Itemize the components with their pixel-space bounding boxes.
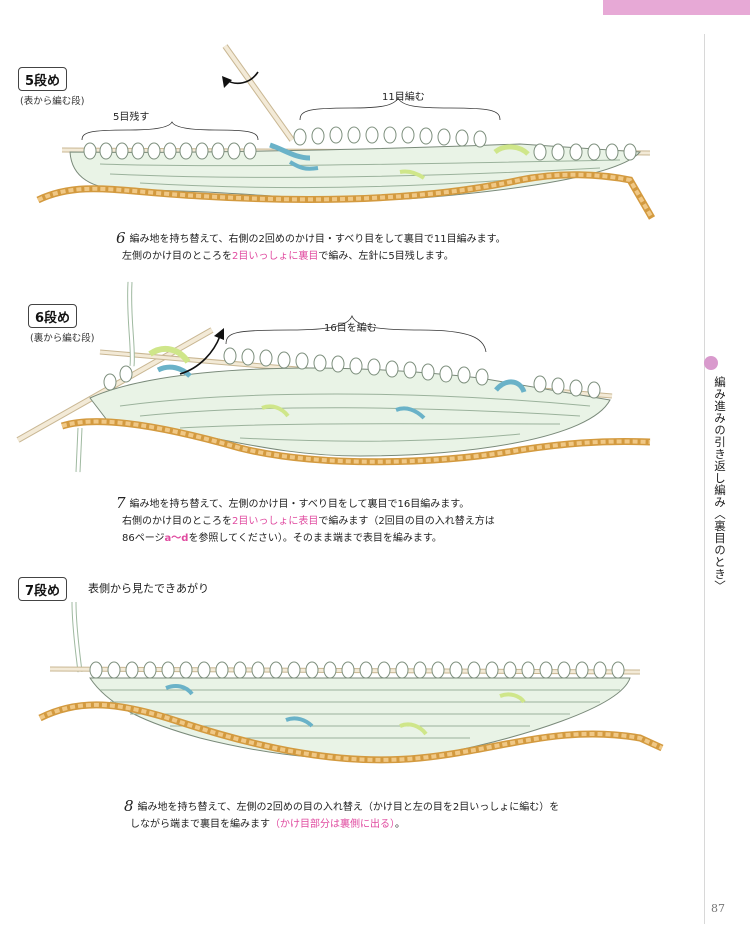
instruction-6-line2a: 左側のかけ目のところを: [122, 251, 232, 262]
page-number: 87: [711, 902, 725, 915]
side-rule: [704, 34, 705, 924]
instruction-7-highlight: 2目いっしょに表目: [232, 516, 319, 527]
instruction-6-highlight: 2目いっしょに裏目: [232, 251, 319, 262]
step-7-badge: 7段め: [18, 577, 68, 601]
right-count-label: 11目編む: [382, 92, 425, 103]
stitches-to-knit-label: 16目を編む: [324, 323, 377, 334]
step-5-subtitle: (表から編む段): [20, 96, 85, 107]
instruction-6-line2b: で編み、左針に5目残します。: [318, 251, 454, 262]
instruction-8-number: 8: [124, 797, 134, 815]
knitting-diagram-row5: [36, 44, 656, 220]
side-title: 編み進みの引き返し編み〈裏目のとき〉: [713, 376, 727, 592]
instruction-7-line2b: で編みます（2回目の目の入れ替え方は: [318, 516, 495, 527]
step-5-badge: 5段め: [18, 67, 68, 91]
side-dot: [704, 356, 718, 370]
knitting-diagram-row7: [38, 601, 664, 764]
instruction-7-line3b: を参照してください）。そのまま端まで表目を編みます。: [188, 533, 442, 544]
instruction-7-line2a: 右側のかけ目のところを: [122, 516, 232, 527]
instruction-8-highlight: （かけ目部分は裏側に出る）: [270, 819, 395, 830]
step-6-subtitle: (裏から編む段): [30, 333, 95, 344]
instruction-6-number: 6: [116, 229, 126, 247]
instruction-8-line2b: 。: [395, 819, 405, 830]
instruction-8-line1: 編み地を持ち替えて、左側の2回めの目の入れ替え（かけ目と左の目を2目いっしょに編…: [137, 802, 560, 813]
instruction-6-line1: 編み地を持ち替えて、右側の2回めのかけ目・すべり目をして裏目で11目編みます。: [129, 234, 506, 245]
instruction-7-number: 7: [116, 494, 126, 512]
step-6-badge: 6段め: [28, 304, 78, 328]
instruction-7-page-ref: a〜d: [164, 533, 189, 544]
left-count-label: 5目残す: [113, 112, 150, 123]
page-corner-tab: [603, 0, 750, 15]
instruction-8-line2a: しながら端まで裏目を編みます: [130, 819, 270, 830]
instruction-7-line3a: 86ページ: [122, 533, 165, 544]
step-7-description: 表側から見たできあがり: [88, 582, 209, 595]
knitting-diagram-row6: [16, 281, 651, 473]
instruction-7-line1: 編み地を持ち替えて、左側のかけ目・すべり目をして裏目で16目編みます。: [129, 499, 470, 510]
